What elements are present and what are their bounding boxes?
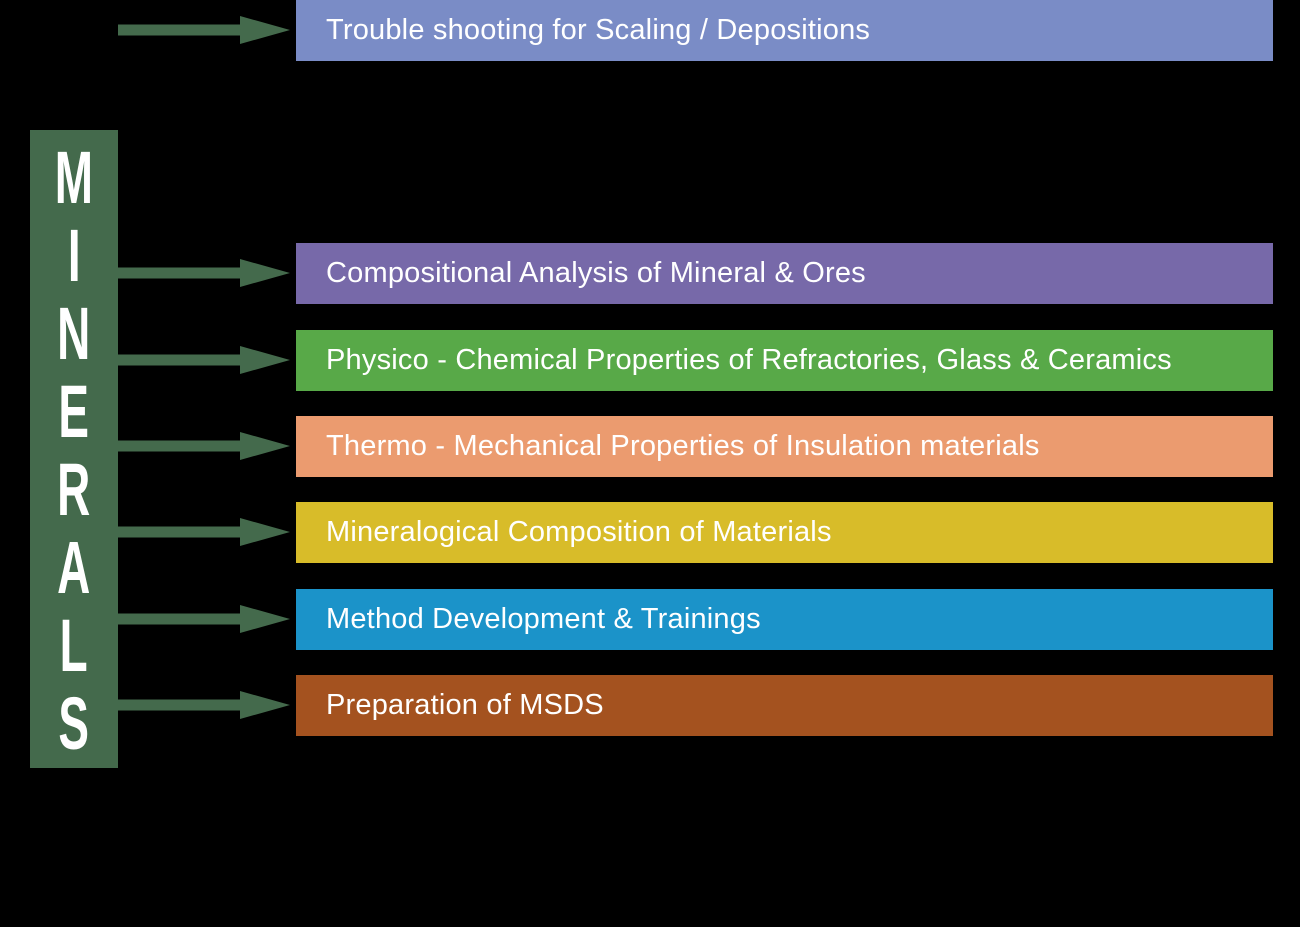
minerals-letter: N <box>57 292 91 376</box>
category-label: Compositional Analysis of Mineral & Ores <box>326 257 866 289</box>
right-arrow-icon <box>118 16 290 44</box>
category-row-preparation-msds: Preparation of MSDS <box>0 675 1300 736</box>
right-arrow-icon <box>118 346 290 374</box>
category-bar: Trouble shooting for Scaling / Depositio… <box>296 0 1273 61</box>
minerals-label-box: M I N E R A L S <box>30 130 118 768</box>
minerals-letter: S <box>58 682 90 766</box>
category-label: Preparation of MSDS <box>326 689 604 721</box>
right-arrow-icon <box>118 432 290 460</box>
right-arrow-icon <box>118 605 290 633</box>
minerals-letter: L <box>59 604 89 688</box>
category-bar: Physico - Chemical Properties of Refract… <box>296 330 1273 391</box>
minerals-letter: A <box>57 526 91 610</box>
category-row-mineralogical-composition: Mineralogical Composition of Materials <box>0 502 1300 563</box>
right-arrow-icon <box>118 259 290 287</box>
category-label: Physico - Chemical Properties of Refract… <box>326 344 1172 376</box>
category-row-thermo-mechanical: Thermo - Mechanical Properties of Insula… <box>0 416 1300 477</box>
category-row-physico-chemical: Physico - Chemical Properties of Refract… <box>0 330 1300 391</box>
category-row-method-development: Method Development & Trainings <box>0 589 1300 650</box>
category-label: Thermo - Mechanical Properties of Insula… <box>326 430 1040 462</box>
category-bar: Mineralogical Composition of Materials <box>296 502 1273 563</box>
category-row-trouble-shooting: Trouble shooting for Scaling / Depositio… <box>0 0 1300 61</box>
category-row-compositional-analysis: Compositional Analysis of Mineral & Ores <box>0 243 1300 304</box>
minerals-letter: R <box>57 448 91 532</box>
category-bar: Preparation of MSDS <box>296 675 1273 736</box>
category-bar: Thermo - Mechanical Properties of Insula… <box>296 416 1273 477</box>
minerals-letter: M <box>54 136 94 219</box>
right-arrow-icon <box>118 518 290 546</box>
category-bar: Method Development & Trainings <box>296 589 1273 650</box>
minerals-letter: I <box>67 214 81 298</box>
category-label: Mineralogical Composition of Materials <box>326 516 832 548</box>
category-label: Trouble shooting for Scaling / Depositio… <box>326 14 871 46</box>
category-bar: Compositional Analysis of Mineral & Ores <box>296 243 1273 304</box>
category-label: Method Development & Trainings <box>326 603 761 635</box>
right-arrow-icon <box>118 691 290 719</box>
minerals-letter: E <box>58 370 90 454</box>
